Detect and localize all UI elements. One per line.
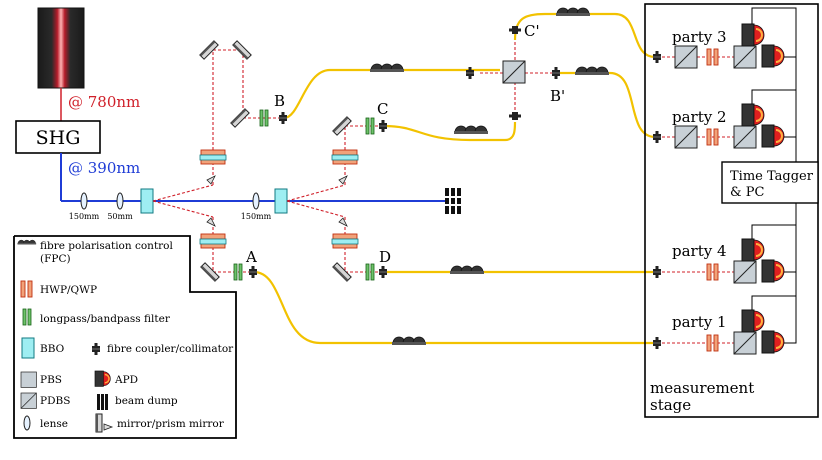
legend-lense-icon xyxy=(23,415,31,431)
legend-pbs-label: PBS xyxy=(40,374,62,386)
fpc-c xyxy=(453,125,489,135)
tagger-line1: Time Tagger xyxy=(730,169,814,184)
stage-label-line2: stage xyxy=(650,396,691,414)
coupler-pbs-bottom xyxy=(509,112,521,120)
shg-box: SHG xyxy=(15,120,101,154)
fpc-b-prime xyxy=(574,66,610,76)
fpc-c-prime xyxy=(555,7,591,17)
coupler-b-prime xyxy=(551,66,561,80)
party-4-station: party 4 xyxy=(672,224,797,284)
prism-mirror-2 xyxy=(206,217,216,227)
bbo-crystal-2 xyxy=(274,188,288,214)
legend-fpc-icon xyxy=(17,239,37,245)
label-c-prime: C' xyxy=(524,22,540,40)
beam-dump xyxy=(443,188,463,214)
measurement-stage-box xyxy=(644,3,819,418)
legend-apd-icon xyxy=(94,370,112,388)
pdbs-central xyxy=(502,60,526,84)
party-2-label: party 2 xyxy=(672,108,727,126)
legend-dump-label: beam dump xyxy=(115,395,178,407)
coupler-d xyxy=(378,265,388,279)
bbo-crystal-1 xyxy=(140,188,154,214)
laser-source xyxy=(37,7,85,89)
lens-150mm-1: 150mm xyxy=(69,192,100,221)
lens-150mm-2-label: 150mm xyxy=(241,212,272,221)
legend-fpc-label-2: (FPC) xyxy=(40,253,71,265)
label-b-prime: B' xyxy=(550,87,565,105)
prism-mirror-4 xyxy=(338,217,348,227)
mirror-d xyxy=(332,262,352,282)
coupler-c-prime xyxy=(509,26,521,34)
party-3-label: party 3 xyxy=(672,28,727,46)
lens-50mm-label: 50mm xyxy=(107,212,133,221)
time-tagger-box: Time Tagger & PC xyxy=(721,161,819,204)
coupler-a xyxy=(248,265,258,279)
label-b: B xyxy=(274,92,285,110)
legend-lense-label: lense xyxy=(40,418,68,430)
coupler-pbs-in xyxy=(465,66,475,80)
legend-hwp-label: HWP/QWP xyxy=(40,284,97,296)
shg-label: SHG xyxy=(36,127,81,149)
photon-paths xyxy=(152,42,735,344)
party-3-station: party 3 xyxy=(672,7,797,69)
bbo-comp-b xyxy=(199,154,227,161)
coupler-party-1 xyxy=(652,336,662,350)
party-4-label: party 4 xyxy=(672,242,727,260)
prism-mirror-3 xyxy=(338,175,348,185)
label-a: A xyxy=(245,248,257,266)
label-d: D xyxy=(379,248,391,266)
fpc-d xyxy=(449,265,485,275)
legend-pdbs-icon xyxy=(20,392,37,409)
coupler-b xyxy=(278,111,288,125)
legend-mirror-icon xyxy=(95,413,114,433)
legend-bbo-icon xyxy=(21,337,35,359)
wavelength-390-label: @ 390nm xyxy=(68,159,140,177)
tagger-line2: & PC xyxy=(730,185,764,200)
coupler-party-3 xyxy=(652,50,662,64)
mirror-b3 xyxy=(230,108,250,128)
legend: fibre polarisation control (FPC) HWP/QWP… xyxy=(13,235,237,439)
mirror-c xyxy=(332,116,352,136)
fibres xyxy=(253,12,656,345)
coupler-party-2 xyxy=(652,130,662,144)
bbo-comp-c xyxy=(331,154,359,161)
bbo-comp-d xyxy=(331,238,359,245)
legend-filter-label: longpass/bandpass filter xyxy=(40,313,171,325)
legend-fpc-label: fibre polarisation control xyxy=(40,240,174,252)
legend-pdbs-label: PDBS xyxy=(40,395,70,407)
legend-pbs-icon xyxy=(20,371,37,388)
legend-dump-icon xyxy=(97,394,108,410)
fpc-a xyxy=(391,336,427,346)
coupler-party-4 xyxy=(652,265,662,279)
mirror-a xyxy=(200,262,220,282)
lens-50mm: 50mm xyxy=(107,192,133,221)
label-c: C xyxy=(377,100,388,118)
legend-apd-label: APD xyxy=(114,374,138,386)
party-1-station: party 1 xyxy=(672,295,797,355)
bbo-comp-a xyxy=(199,238,227,245)
legend-coupler-label: fibre coupler/collimator xyxy=(107,343,234,355)
wavelength-780-label: @ 780nm xyxy=(68,93,140,111)
legend-mirror-label: mirror/prism mirror xyxy=(117,418,225,430)
lens-150mm-1-label: 150mm xyxy=(69,212,100,221)
stage-label-line1: measurement xyxy=(650,379,754,397)
lens-150mm-2: 150mm xyxy=(241,192,272,221)
coupler-c xyxy=(378,119,388,133)
prism-mirror-1 xyxy=(206,175,216,185)
party-2-station: party 2 xyxy=(672,89,797,149)
legend-bbo-label: BBO xyxy=(40,343,65,355)
fpc-b xyxy=(369,63,405,73)
party-1-label: party 1 xyxy=(672,313,727,331)
